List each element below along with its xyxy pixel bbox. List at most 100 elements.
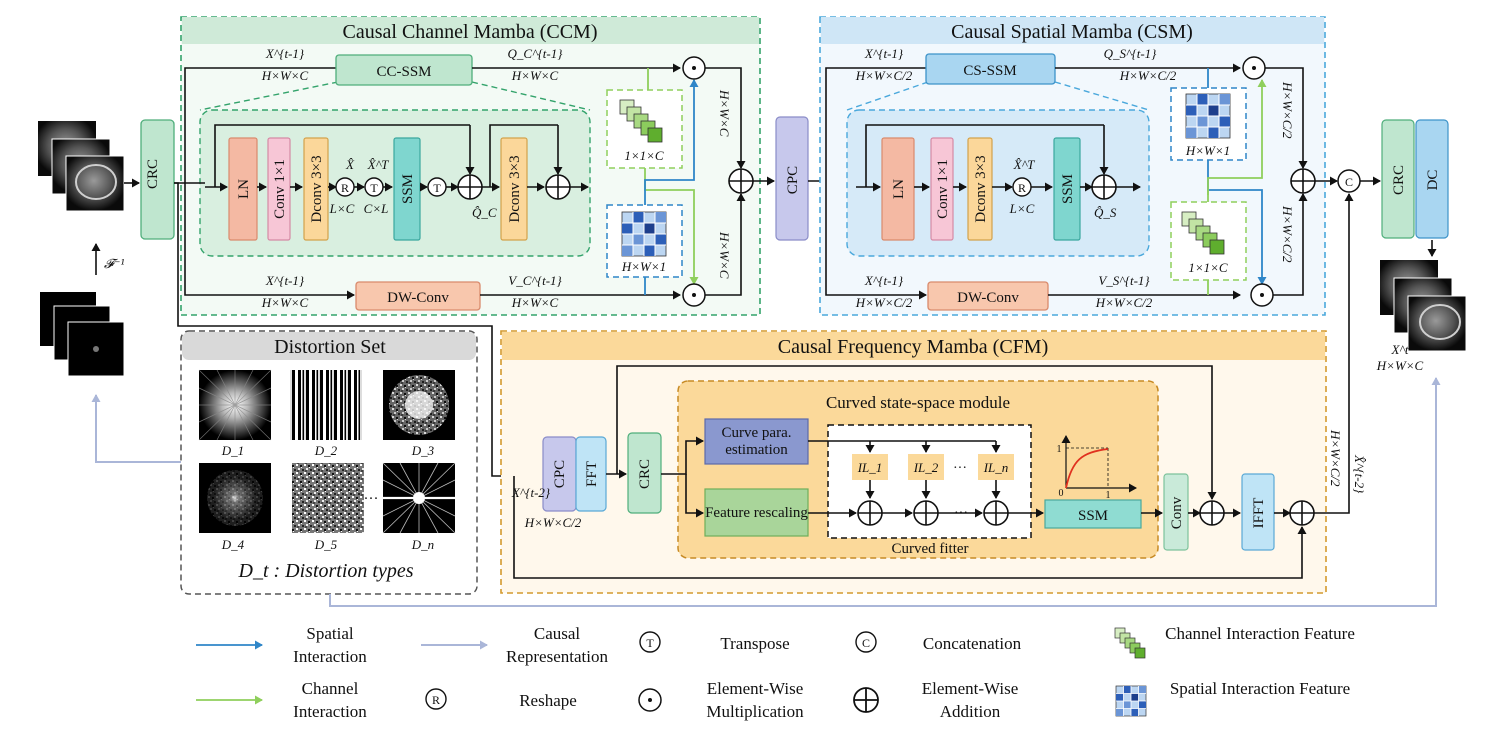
crc-label-output: CRC — [1391, 165, 1407, 195]
distortion-ellipsis: ··· — [364, 491, 379, 507]
dc-label: DC — [1425, 170, 1441, 191]
csm-out-size-top: H×W×C/2 — [1280, 81, 1295, 139]
ccm-hwc-label-top: H×W×C — [261, 68, 309, 83]
csm-title: Causal Spatial Mamba (CSM) — [951, 21, 1193, 43]
cfm-conv-label: Conv — [1169, 496, 1185, 529]
csm-mult-top — [1242, 56, 1266, 80]
curved-module-title: Curved state-space module — [826, 393, 1010, 412]
csm-spatial-feature-icon — [1185, 93, 1231, 139]
csm-channel-feature-icon — [1181, 211, 1225, 255]
csm-dconv-block — [967, 137, 993, 241]
legend-concat-label: Concatenation — [923, 634, 1022, 653]
legend-spatial-feature-icon — [1115, 685, 1147, 717]
csm-dwconv-label: DW-Conv — [957, 290, 1019, 306]
legend-channel-feature-fo: Channel Interaction Feature — [1165, 624, 1355, 643]
csm-top-wire-in — [825, 67, 926, 181]
cs-ssm-label: CS-SSM — [963, 63, 1016, 79]
d2-image — [290, 370, 362, 440]
csm-channel-size: 1×1×C — [1188, 260, 1228, 275]
ccm-add-out — [728, 168, 754, 194]
ccm-ssm-label: SSM — [400, 174, 416, 204]
qc-size-label: H×W×C — [511, 68, 559, 83]
cpc-label-main: CPC — [785, 166, 801, 194]
concat-symbol: C — [1345, 175, 1353, 189]
legend-mult-fo: Element-Wise Multiplication — [706, 679, 803, 721]
dn-label: D_n — [411, 537, 434, 552]
vc-size-label: H×W×C — [511, 295, 559, 310]
curve-para-block — [704, 418, 809, 465]
il2-block — [908, 454, 944, 480]
ifft-block — [1241, 473, 1275, 551]
cfm-to-concat — [1314, 193, 1354, 514]
csm-qs-hat-label: Q̂_S — [1094, 205, 1117, 220]
cfm-add-2 — [1289, 500, 1315, 526]
ccm-residual-wire — [214, 124, 470, 187]
csm-residual-wire — [865, 124, 1104, 187]
il2-label: IL_2 — [913, 460, 939, 475]
csm-dwconv-block — [927, 281, 1049, 311]
csm-reshape-symbol: R — [1018, 181, 1026, 195]
csm-title-bar — [821, 17, 1324, 44]
ccm-out-bottom — [705, 193, 746, 296]
dc-block — [1415, 119, 1449, 239]
legend-concat-symbol: C — [862, 636, 870, 650]
csm-spatial-size: H×W×1 — [1185, 143, 1230, 158]
kspace-images — [40, 292, 125, 377]
cfm-module: Causal Frequency Mamba (CFM) CPC FFT X^{… — [500, 193, 1367, 594]
d5-label: D_5 — [314, 537, 338, 552]
ccm-x-label-bottom: X^{t-1} — [265, 273, 305, 288]
il1-block — [852, 454, 888, 480]
curved-fitter-label: Curved fitter — [891, 541, 968, 557]
legend-spatial-feature-fo: Spatial Interaction Feature — [1169, 679, 1351, 698]
csm-zoom-line-right — [1054, 81, 1150, 111]
crc-label-cfm: CRC — [637, 459, 653, 489]
csm-x-label-top: X^{t-1} — [864, 46, 904, 61]
ccm-dconv2-block — [500, 137, 528, 241]
legend-spatial-feature-label: Spatial Interaction Feature — [1169, 679, 1351, 698]
cfm-skip-wire-top — [616, 365, 1217, 500]
ccm-xhat-label: X̂ — [345, 157, 355, 172]
ccm-xhatT-label: X̂^T — [367, 157, 389, 172]
ccm-channel-interaction-arrow — [644, 168, 699, 285]
csm-dconv-label: Dconv 3×3 — [973, 155, 989, 222]
cc-ssm-block — [335, 54, 473, 86]
crc-to-curve-para — [661, 436, 704, 475]
curve-plot-bg — [1040, 432, 1140, 492]
cfm-title: Causal Frequency Mamba (CFM) — [778, 336, 1049, 358]
ccm-top-wire-in — [184, 67, 336, 183]
ccm-reshape-symbol: R — [341, 181, 349, 195]
qc-label: Q_C^{t-1} — [508, 46, 564, 61]
feature-rescaling-label: Feature rescaling — [705, 504, 808, 521]
legend-add-icon — [853, 687, 879, 713]
ccm-spatial-interaction-arrow — [644, 79, 699, 190]
curve-para-fo: Curve para. estimation — [722, 425, 792, 458]
csm-conv1-label: Conv 1×1 — [935, 159, 951, 219]
crc-label-input: CRC — [145, 159, 161, 189]
distortion-title: Distortion Set — [274, 336, 386, 358]
qs-size-label: H×W×C/2 — [1119, 68, 1177, 83]
ccm-x-label-top: X^{t-1} — [265, 46, 305, 61]
crc-block-output — [1381, 119, 1415, 239]
ccm-hwc-label-bottom: H×W×C — [261, 295, 309, 310]
d3-center — [405, 391, 433, 419]
vc-label: V_C^{t-1} — [508, 273, 562, 288]
legend-reshape-label: Reshape — [519, 691, 577, 710]
ccm-ln-block — [228, 137, 258, 241]
distortion-caption: D_t : Distortion types — [238, 560, 414, 582]
csm-bottom-wire-in — [825, 181, 927, 300]
ccm-add-op-1 — [457, 174, 483, 200]
curve-plot-x1: 1 — [1106, 490, 1111, 501]
feature-rescaling-block — [704, 488, 809, 537]
cs-ssm-block — [925, 53, 1056, 85]
ifft-label: IFFT — [1251, 498, 1267, 529]
il-ellipsis: ··· — [953, 461, 967, 476]
fitter-ellipsis: ··· — [954, 506, 968, 521]
cfm-ssm-block — [1044, 499, 1142, 529]
crc-block-cfm — [627, 432, 662, 514]
ccm-out-size-top: H×W×C — [717, 89, 732, 137]
ccm-spatial-size: H×W×1 — [621, 259, 666, 274]
ccm-dconv2-label: Dconv 3×3 — [507, 155, 523, 222]
iln-block — [978, 454, 1014, 480]
csm-lxc-label: L×C — [1009, 201, 1035, 216]
